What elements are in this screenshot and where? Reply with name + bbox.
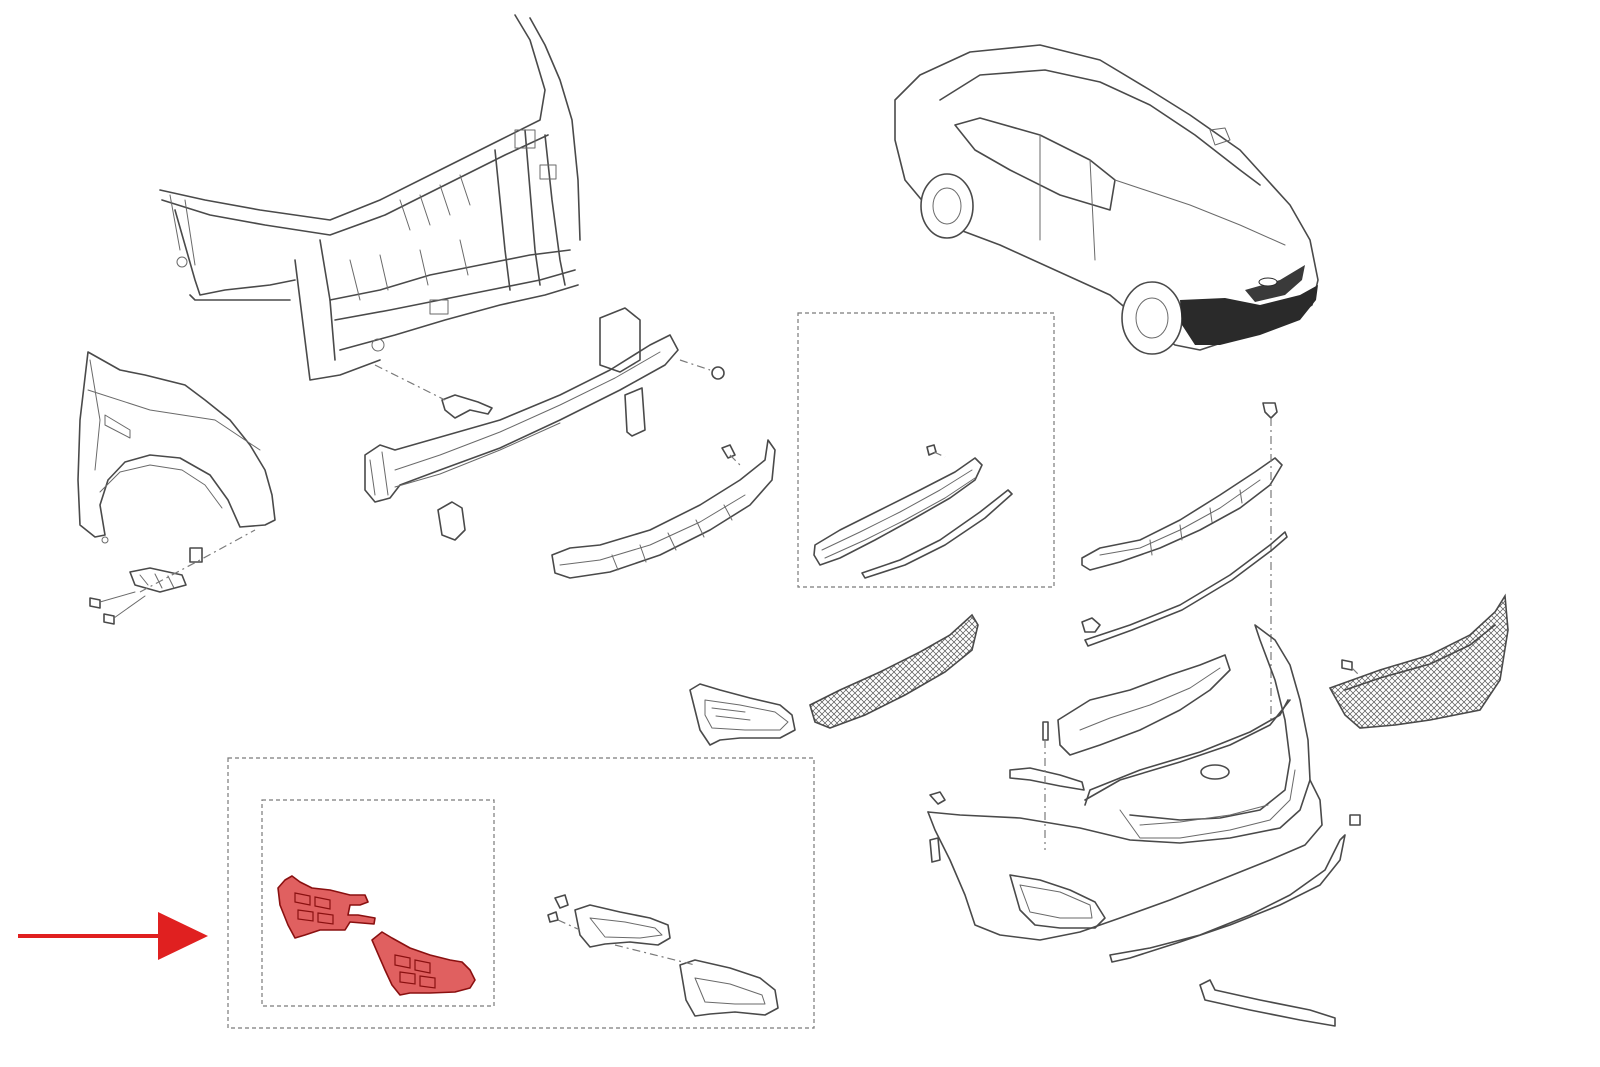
fender-bracket bbox=[89, 529, 256, 625]
bumper-cover bbox=[927, 624, 1361, 1027]
fog-lamp-cover-highlighted-right bbox=[371, 931, 476, 996]
upper-grille-group bbox=[797, 312, 1055, 588]
arrow-right-icon bbox=[18, 912, 208, 960]
fog-lamp-bezel bbox=[689, 683, 796, 746]
fog-lamp-cover-highlighted-left bbox=[277, 875, 376, 939]
strip-molding bbox=[1081, 531, 1288, 647]
radiator-support bbox=[159, 14, 581, 381]
radiator-grille bbox=[1328, 593, 1509, 729]
bumper-reinforcement-beam bbox=[364, 307, 725, 541]
energy-absorber bbox=[551, 439, 776, 579]
lower-grille bbox=[809, 613, 979, 729]
upper-bracket bbox=[1081, 402, 1283, 720]
vehicle-reference bbox=[894, 44, 1319, 355]
front-fender bbox=[77, 351, 276, 544]
fog-lamp-cover-group bbox=[227, 757, 815, 1029]
fog-lamp-bezel-small bbox=[547, 894, 779, 1017]
center-bracket bbox=[374, 364, 493, 419]
